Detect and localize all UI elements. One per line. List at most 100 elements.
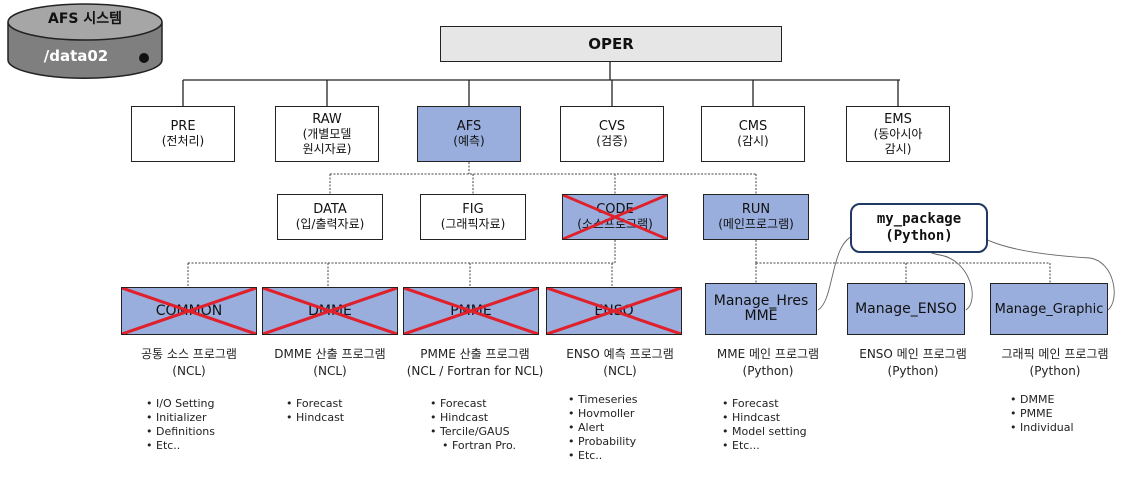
my-package-title: my_package [876, 211, 962, 227]
desc-common-sub: (NCL) [172, 364, 206, 378]
run-node: RUN (메인프로그램) [703, 194, 809, 240]
list-item: Etc... [722, 439, 807, 453]
list-item: I/O Setting [146, 397, 215, 411]
list-item: DMME [1010, 393, 1074, 407]
afs-system-disk [7, 3, 163, 79]
disk-dot-icon [139, 53, 149, 63]
afs-system-title: AFS 시스템 [48, 11, 122, 27]
list-item: Hindcast [286, 411, 344, 425]
afs-node: AFS (예측) [417, 106, 521, 162]
ems-subtitle-2: 감시) [884, 141, 912, 156]
manage-graphic-node: Manage_Graphic [990, 283, 1108, 335]
desc-pmme-title: PMME 산출 프로그램 [420, 347, 530, 361]
manage-hres-title-2: MME [744, 308, 778, 324]
ems-node: EMS (동아시아 감시) [846, 106, 950, 162]
desc-graphic-sub: (Python) [1029, 364, 1081, 378]
list-item: Definitions [146, 425, 215, 439]
list-item: Alert [568, 421, 638, 435]
enso-node: ENSO [546, 287, 682, 335]
data-node: DATA (입/출력자료) [277, 194, 383, 240]
oper-node: OPER [440, 26, 782, 62]
desc-mme-sub: (Python) [742, 364, 794, 378]
list-item: Etc.. [146, 439, 215, 453]
crossed-out-mark [122, 288, 256, 334]
run-subtitle: (메인프로그램) [718, 217, 794, 231]
list-item: Initializer [146, 411, 215, 425]
code-node: CODE (소스프로그램) [562, 194, 668, 240]
cvs-subtitle: (검증) [596, 134, 628, 148]
desc-common-title: 공통 소스 프로그램 [141, 347, 237, 361]
list-item: Hovmoller [568, 407, 638, 421]
raw-title: RAW [312, 111, 342, 127]
desc-enso-title: ENSO 예측 프로그램 [566, 347, 674, 361]
raw-node: RAW (개별모델 원시자료) [275, 106, 379, 162]
manage-graphic-title: Manage_Graphic [994, 301, 1104, 317]
my-package-node: my_package (Python) [850, 203, 988, 253]
pmme-node: PMME [403, 287, 539, 335]
desc-pmme-list: Forecast Hindcast Tercile/GAUS Fortran P… [430, 397, 516, 453]
my-package-subtitle: (Python) [885, 228, 953, 244]
desc-enso-sub: (NCL) [603, 364, 637, 378]
list-item: Forecast [722, 397, 807, 411]
desc-graphic-list: DMME PMME Individual [1010, 393, 1074, 435]
list-item: PMME [1010, 407, 1074, 421]
oper-label: OPER [588, 34, 634, 53]
list-item: Probability [568, 435, 638, 449]
cvs-title: CVS [598, 119, 626, 134]
list-item: Timeseries [568, 393, 638, 407]
manage-enso-node: Manage_ENSO [847, 283, 965, 335]
fig-node: FIG (그래픽자료) [420, 194, 526, 240]
manage-hres-node: Manage_Hres MME [705, 283, 817, 335]
fig-subtitle: (그래픽자료) [440, 217, 506, 231]
desc-common-list: I/O Setting Initializer Definitions Etc.… [146, 397, 215, 453]
desc-mme-list: Forecast Hindcast Model setting Etc... [722, 397, 807, 453]
pre-subtitle: (전처리) [161, 134, 205, 148]
desc-enso-main-sub: (Python) [887, 364, 939, 378]
list-item: Tercile/GAUS [430, 425, 516, 439]
manage-hres-title-1: Manage_Hres [713, 293, 809, 309]
dmme-node: DMME [262, 287, 398, 335]
common-node: COMMON [121, 287, 257, 335]
desc-mme-title: MME 메인 프로그램 [716, 347, 820, 361]
desc-enso-main-title: ENSO 메인 프로그램 [859, 347, 967, 361]
crossed-out-mark [547, 288, 681, 334]
afs-title: AFS [456, 119, 482, 134]
cms-subtitle: (감시) [737, 134, 769, 148]
list-item: Forecast [286, 397, 344, 411]
crossed-out-mark [404, 288, 538, 334]
crossed-out-mark [563, 195, 667, 239]
cvs-node: CVS (검증) [560, 106, 664, 162]
pre-node: PRE (전처리) [131, 106, 235, 162]
raw-subtitle-1: (개별모델 [302, 126, 352, 141]
desc-dmme-list: Forecast Hindcast [286, 397, 344, 425]
pre-title: PRE [170, 119, 196, 134]
cms-node: CMS (감시) [701, 106, 805, 162]
code-subtitle: (소스프로그램) [577, 217, 653, 231]
desc-dmme-title: DMME 산출 프로그램 [274, 347, 386, 361]
desc-enso-list: Timeseries Hovmoller Alert Probability E… [568, 393, 638, 463]
afs-subtitle: (예측) [453, 134, 485, 148]
desc-pmme-sub: (NCL / Fortran for NCL) [406, 364, 544, 378]
desc-dmme-sub: (NCL) [313, 364, 347, 378]
manage-enso-title: Manage_ENSO [855, 300, 957, 317]
fig-title: FIG [462, 202, 484, 217]
afs-system-path: /data02 [43, 47, 109, 65]
crossed-out-mark [263, 288, 397, 334]
list-item: Model setting [722, 425, 807, 439]
desc-graphic-title: 그래픽 메인 프로그램 [1001, 347, 1109, 361]
list-item: Hindcast [722, 411, 807, 425]
raw-subtitle-2: 원시자료) [302, 141, 352, 156]
ems-title: EMS [884, 111, 912, 127]
data-subtitle: (입/출력자료) [295, 217, 365, 231]
list-item: Forecast [430, 397, 516, 411]
data-title: DATA [313, 202, 347, 217]
list-item: Fortran Pro. [430, 439, 516, 453]
cms-title: CMS [738, 119, 768, 134]
list-item: Hindcast [430, 411, 516, 425]
list-item: Etc.. [568, 449, 638, 463]
list-item: Individual [1010, 421, 1074, 435]
ems-subtitle-1: (동아시아 [873, 126, 923, 141]
run-title: RUN [741, 202, 771, 217]
